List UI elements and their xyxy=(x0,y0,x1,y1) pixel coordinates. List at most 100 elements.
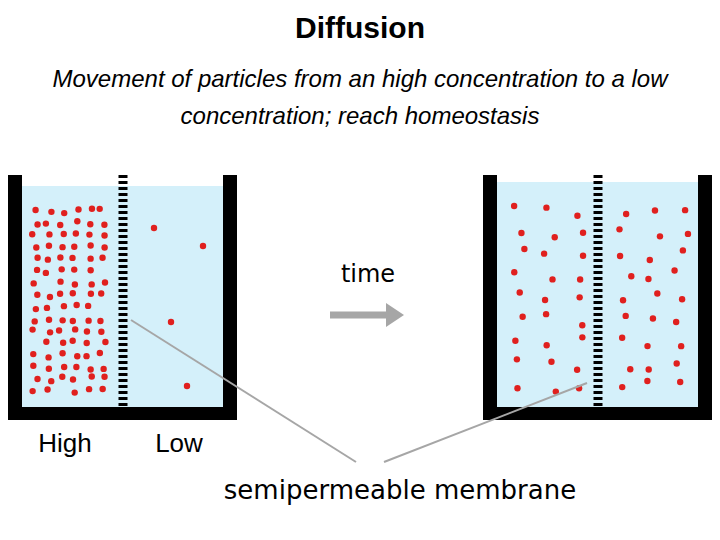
particle xyxy=(580,230,586,236)
particle xyxy=(44,305,50,311)
particle xyxy=(59,244,65,250)
leader-line xyxy=(384,383,587,462)
particle xyxy=(622,313,628,319)
particle xyxy=(96,206,102,212)
particle xyxy=(678,343,684,349)
side-label: High xyxy=(20,426,110,460)
semipermeable-membrane xyxy=(119,175,128,407)
particle xyxy=(71,266,77,272)
arrow-label: time xyxy=(308,258,428,290)
particle xyxy=(71,244,77,250)
particle xyxy=(74,218,80,224)
particle xyxy=(679,296,685,302)
particle xyxy=(574,367,580,373)
particle xyxy=(102,339,108,345)
particle xyxy=(86,231,92,237)
particle xyxy=(543,311,549,317)
particle xyxy=(88,281,94,287)
particle xyxy=(514,385,520,391)
particle xyxy=(29,326,35,332)
particle xyxy=(574,213,580,219)
particle xyxy=(517,289,523,295)
particle xyxy=(87,366,93,372)
particle xyxy=(44,386,50,392)
particle xyxy=(89,206,95,212)
right-beaker xyxy=(483,175,712,420)
particle xyxy=(34,221,40,227)
particle xyxy=(70,318,76,324)
particle xyxy=(34,376,40,382)
particle xyxy=(646,366,652,372)
particle xyxy=(87,267,93,273)
particle xyxy=(619,335,625,341)
particle xyxy=(620,297,626,303)
particle xyxy=(86,386,92,392)
particle xyxy=(59,373,65,379)
particle xyxy=(34,292,40,298)
membrane-label: semipermeable membrane xyxy=(140,472,660,508)
particle xyxy=(46,231,52,237)
particle xyxy=(628,273,634,279)
particle xyxy=(200,243,206,249)
particle xyxy=(57,291,63,297)
arrow-shaft xyxy=(330,312,390,319)
particle xyxy=(647,257,653,263)
particle xyxy=(673,319,679,325)
particle xyxy=(56,327,62,333)
particle xyxy=(654,290,660,296)
beaker-inside xyxy=(497,175,698,407)
particle xyxy=(99,255,105,261)
particle xyxy=(101,374,107,380)
subtitle: Movement of particles from an high conce… xyxy=(50,60,670,134)
particle xyxy=(84,340,90,346)
particle xyxy=(33,306,39,312)
particle xyxy=(619,384,625,390)
particle xyxy=(45,354,51,360)
particle xyxy=(685,231,691,237)
particle xyxy=(184,383,190,389)
side-label: Low xyxy=(134,426,224,460)
particle xyxy=(75,206,81,212)
particle xyxy=(673,360,679,366)
particle xyxy=(98,290,104,296)
particle xyxy=(645,276,651,282)
particle xyxy=(30,280,36,286)
particle xyxy=(652,207,658,213)
particle xyxy=(548,359,554,365)
particle xyxy=(48,209,54,215)
semipermeable-membrane xyxy=(594,175,603,407)
particle xyxy=(70,290,76,296)
particle xyxy=(69,338,75,344)
particle xyxy=(73,230,79,236)
particle xyxy=(512,338,518,344)
particle xyxy=(72,281,78,287)
particle xyxy=(48,378,54,384)
particle xyxy=(34,255,40,261)
particle xyxy=(85,303,91,309)
particle xyxy=(579,322,585,328)
left-beaker xyxy=(8,175,237,420)
particle xyxy=(97,318,103,324)
particle xyxy=(73,302,79,308)
particle xyxy=(549,276,555,282)
particle xyxy=(73,364,79,370)
particle xyxy=(101,244,107,250)
particle xyxy=(87,242,93,248)
particle xyxy=(102,279,108,285)
particle xyxy=(576,294,582,300)
particle xyxy=(87,255,93,261)
particle xyxy=(74,353,80,359)
particle xyxy=(98,329,104,335)
particle xyxy=(32,207,38,213)
particle xyxy=(31,318,37,324)
particle xyxy=(552,234,558,240)
leader-line xyxy=(131,320,356,462)
particle xyxy=(45,256,51,262)
particle xyxy=(59,317,65,323)
particle xyxy=(650,315,656,321)
beaker-wall xyxy=(483,175,712,420)
particle xyxy=(682,207,688,213)
particle xyxy=(47,294,53,300)
particle xyxy=(100,366,106,372)
particle xyxy=(577,276,583,282)
